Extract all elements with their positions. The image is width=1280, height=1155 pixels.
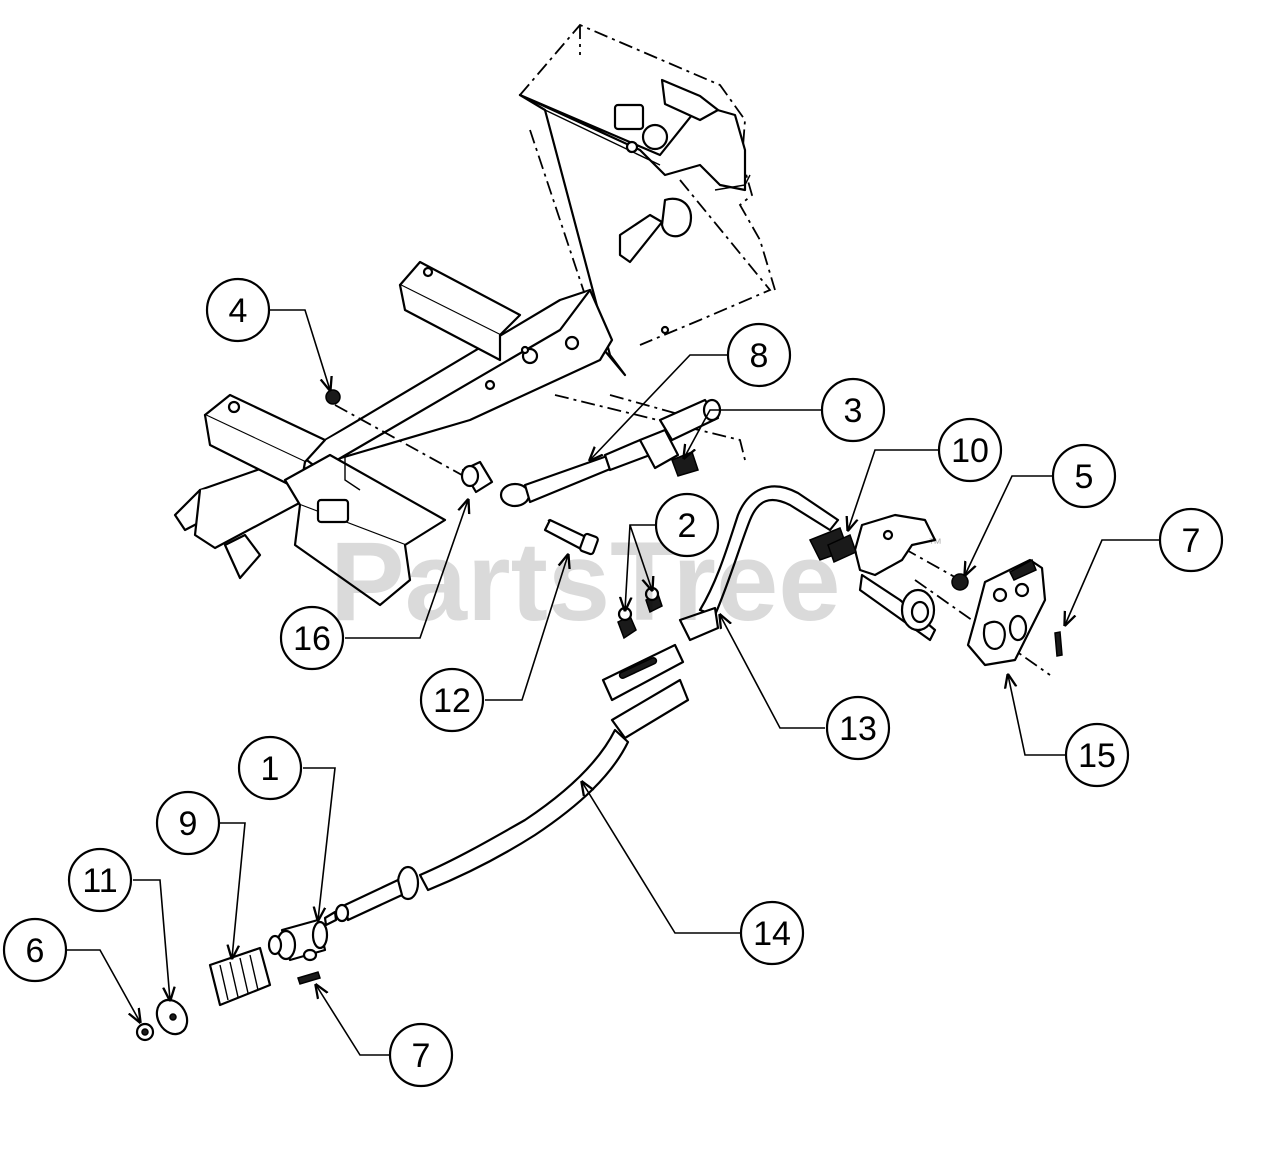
part-11-washer <box>155 998 189 1036</box>
callout-14-label: 14 <box>753 915 791 953</box>
part-16-bushing <box>460 460 494 494</box>
callout-1: 1 <box>237 735 303 801</box>
callout-3-label: 3 <box>844 392 863 430</box>
callout-2: 2 <box>654 492 720 558</box>
callout-11: 11 <box>67 847 133 913</box>
callout-3: 3 <box>820 377 886 443</box>
callout-1-label: 1 <box>261 750 280 788</box>
callout-7-upper: 7 <box>1158 507 1224 573</box>
callout-15: 15 <box>1064 722 1130 788</box>
callouts: 4 8 3 10 5 7 2 16 <box>2 277 1224 1088</box>
callout-13: 13 <box>825 695 891 761</box>
callout-6: 6 <box>2 917 68 983</box>
callout-11-label: 11 <box>82 862 117 900</box>
callout-16: 16 <box>279 605 345 671</box>
callout-8: 8 <box>726 322 792 388</box>
part-9-spring <box>208 946 272 1007</box>
callout-13-label: 13 <box>839 710 877 748</box>
part-10-bracket <box>827 513 937 642</box>
callout-2-label: 2 <box>678 507 697 545</box>
part-5-nut <box>951 573 969 591</box>
callout-7-lower: 7 <box>388 1022 454 1088</box>
watermark-trademark: ™ <box>928 535 942 551</box>
callout-15-label: 15 <box>1078 737 1116 775</box>
part-1-collar <box>267 918 329 962</box>
callout-9: 9 <box>155 790 221 856</box>
part-15-plate <box>966 558 1047 667</box>
callout-5-label: 5 <box>1075 458 1094 496</box>
frame-assembly <box>173 23 1051 676</box>
callout-10-label: 10 <box>951 432 989 470</box>
leader-lines <box>67 309 1160 1056</box>
part-7-pin-lower <box>297 971 321 985</box>
watermark: PartsTree ™ <box>330 519 942 644</box>
callout-8-label: 8 <box>750 337 769 375</box>
callout-9-label: 9 <box>179 805 198 843</box>
callout-7-lower-label: 7 <box>412 1037 431 1075</box>
part-14-main-rod <box>323 678 690 927</box>
callout-4-label: 4 <box>229 292 248 330</box>
part-8-link-rod <box>499 428 680 508</box>
callout-10: 10 <box>937 417 1003 483</box>
callout-4: 4 <box>205 277 271 343</box>
callout-14: 14 <box>739 900 805 966</box>
part-6-nut <box>135 1022 155 1042</box>
callout-7-upper-label: 7 <box>1182 522 1201 560</box>
watermark-text: PartsTree <box>330 519 841 644</box>
callout-12: 12 <box>419 667 485 733</box>
callout-6-label: 6 <box>26 932 45 970</box>
part-7-pin-upper <box>1054 631 1063 657</box>
callout-16-label: 16 <box>293 620 331 658</box>
part-12-bolt <box>543 518 599 556</box>
callout-5: 5 <box>1051 443 1117 509</box>
callout-12-label: 12 <box>433 682 471 720</box>
part-4-nut <box>325 389 341 405</box>
